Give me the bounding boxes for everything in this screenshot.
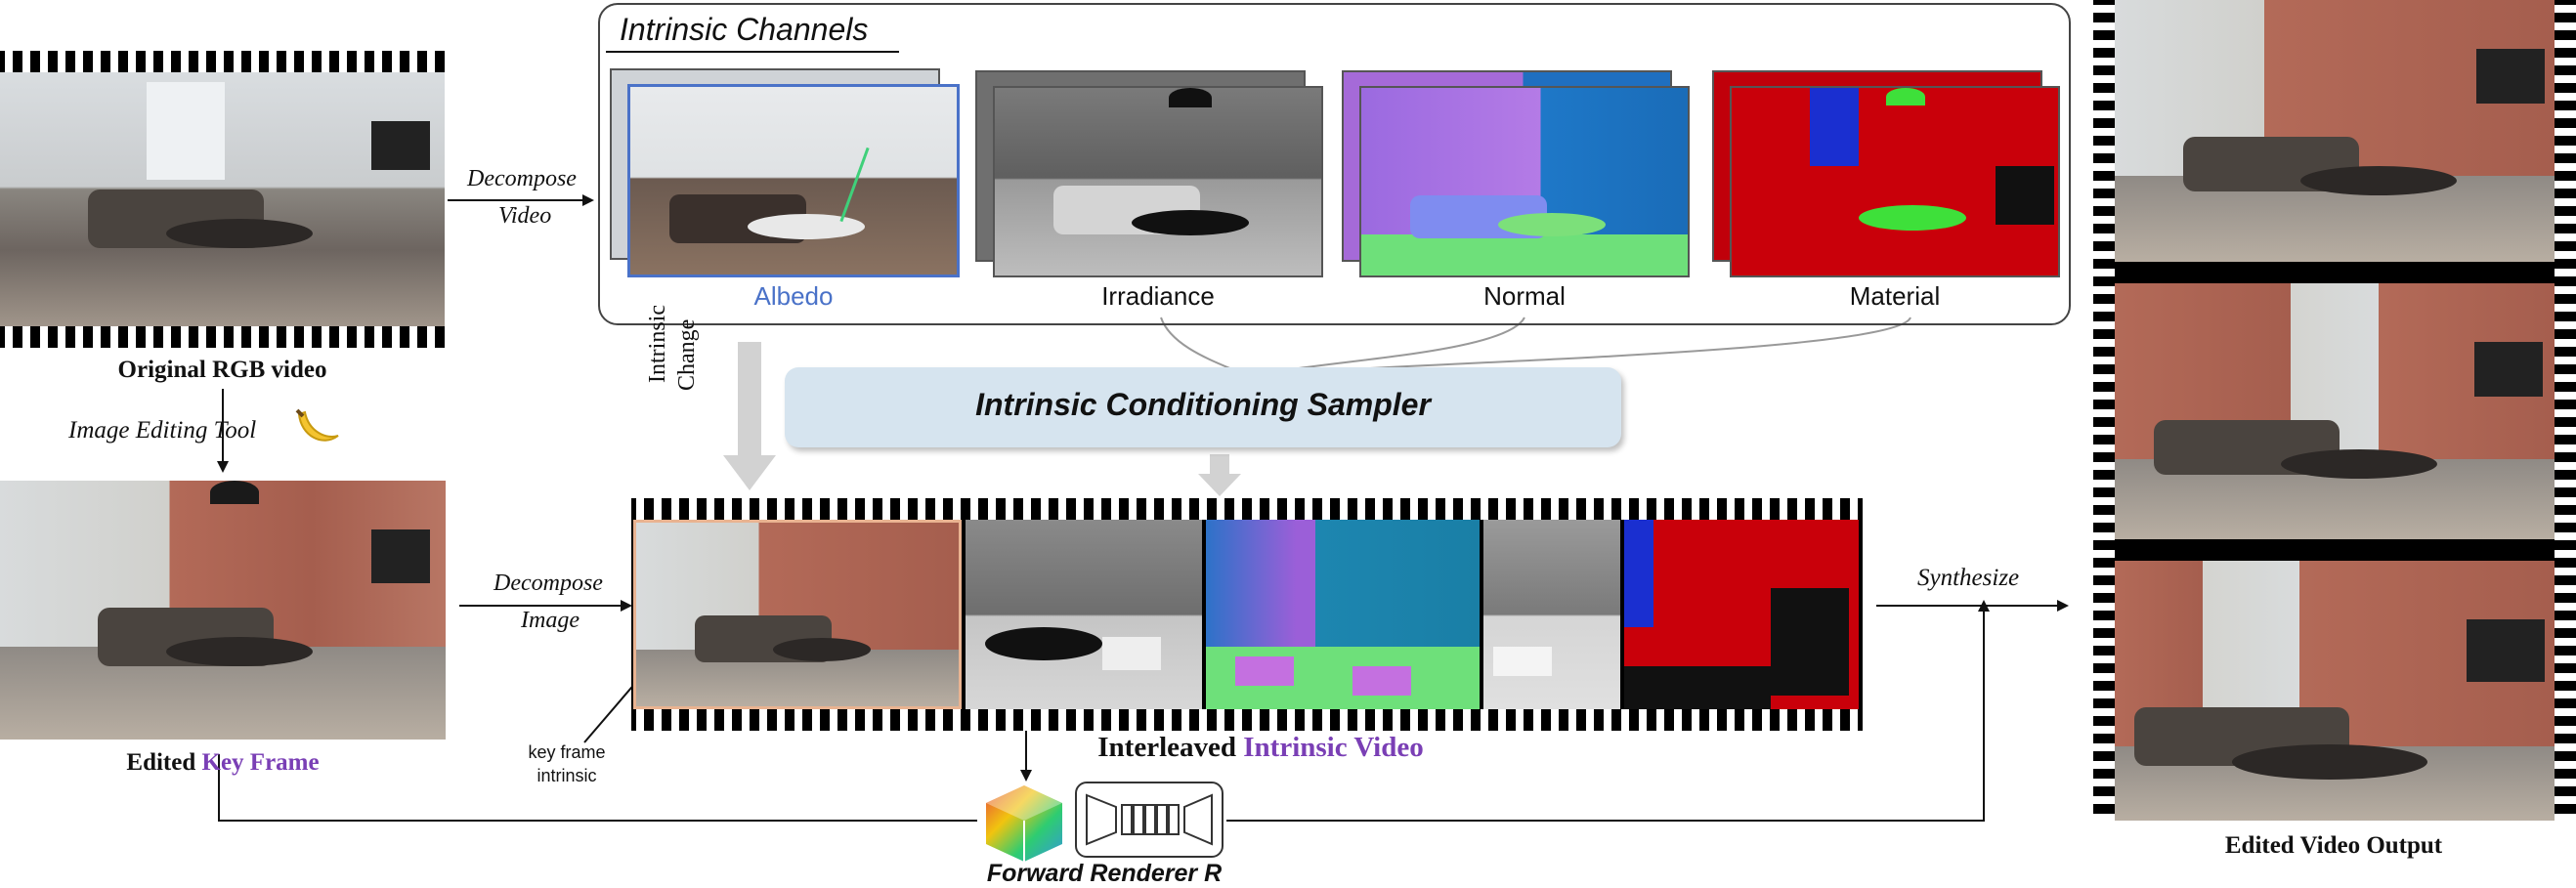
table-shape bbox=[1132, 210, 1249, 235]
intrinsic-channels-panel bbox=[598, 3, 2071, 325]
decompose-video-label-1: Decompose bbox=[467, 166, 577, 191]
tv-shape bbox=[2476, 49, 2545, 104]
output-film-right bbox=[2555, 0, 2576, 821]
cabinet-shape bbox=[1771, 588, 1849, 696]
output-separator-2 bbox=[2115, 539, 2555, 561]
lamp-shape bbox=[1169, 88, 1212, 107]
lamp-shape bbox=[1886, 88, 1925, 106]
output-caption: Edited Video Output bbox=[2224, 832, 2443, 859]
output-frame-3 bbox=[2115, 561, 2555, 821]
ottoman-shape bbox=[1235, 656, 1294, 686]
ottoman-shape bbox=[1352, 666, 1411, 696]
table-shape bbox=[748, 214, 865, 239]
tv-shape bbox=[371, 529, 430, 583]
table-shape bbox=[1859, 205, 1966, 231]
keyframe-note-line-1: key frame bbox=[528, 742, 606, 762]
output-frame-2 bbox=[2115, 283, 2555, 539]
strip-irradiance-segment bbox=[966, 520, 1202, 709]
window-shape bbox=[147, 82, 225, 180]
intrinsic-change-arrow-head bbox=[723, 455, 776, 490]
output-frame-1 bbox=[2115, 0, 2555, 262]
edited-key-frame-caption: Edited Key Frame bbox=[0, 749, 446, 777]
sampler-down-arrow-head bbox=[1198, 474, 1241, 496]
keyframe-to-renderer-line bbox=[218, 754, 977, 822]
strip-keyframe-segment bbox=[633, 520, 962, 709]
table-shape bbox=[2232, 744, 2427, 780]
title-underline bbox=[606, 51, 899, 53]
intrinsic-change-arrow-shaft bbox=[738, 342, 761, 457]
interleaved-strip bbox=[631, 520, 1863, 709]
renderer-cube-icon bbox=[980, 782, 1068, 866]
edited-caption-prefix: Edited bbox=[126, 749, 202, 776]
irradiance-label: Irradiance bbox=[1101, 281, 1215, 311]
edited-caption-highlight: Key Frame bbox=[201, 749, 320, 776]
intrinsic-change-label-1: Intrinsic bbox=[645, 305, 670, 383]
renderer-to-output-line bbox=[1226, 600, 1990, 822]
ottoman-shape bbox=[1102, 637, 1161, 670]
strip-normal-segment bbox=[1206, 520, 1480, 709]
strip-film-bottom bbox=[631, 709, 1863, 731]
synthesize-label: Synthesize bbox=[1917, 565, 2020, 591]
decompose-image-label-2: Image bbox=[521, 608, 580, 633]
ottoman-shape bbox=[1493, 647, 1552, 676]
irradiance-image bbox=[993, 86, 1323, 277]
window-shape bbox=[1810, 88, 1859, 166]
original-rgb-video-frame bbox=[0, 72, 445, 326]
axis-arrow-shape bbox=[839, 147, 870, 223]
decompose-video-label-2: Video bbox=[498, 203, 552, 229]
albedo-label: Albedo bbox=[753, 281, 834, 311]
albedo-image bbox=[627, 84, 960, 277]
interleaved-caption-prefix: Interleaved bbox=[1097, 732, 1244, 763]
original-rgb-caption: Original RGB video bbox=[117, 357, 327, 383]
edited-key-frame-image bbox=[0, 481, 446, 740]
material-image bbox=[1730, 86, 2060, 277]
strip-irradiance-segment-2 bbox=[1483, 520, 1620, 709]
output-film-left bbox=[2093, 0, 2115, 821]
floor-shape bbox=[1624, 666, 1771, 709]
output-separator-1 bbox=[2115, 262, 2555, 283]
table-shape bbox=[985, 627, 1102, 660]
intrinsic-change-label-2: Change bbox=[674, 318, 700, 391]
normal-image bbox=[1359, 86, 1690, 277]
sampler-label: Intrinsic Conditioning Sampler bbox=[975, 387, 1431, 422]
image-editing-tool-label: Image Editing Tool bbox=[68, 417, 257, 444]
material-label: Material bbox=[1849, 281, 1941, 311]
renderer-label: Forward Renderer R bbox=[986, 860, 1223, 887]
interleaved-caption-highlight: Intrinsic Video bbox=[1243, 732, 1424, 763]
floor-shape bbox=[1361, 234, 1688, 275]
normal-label: Normal bbox=[1483, 281, 1566, 311]
sampler-down-arrow-shaft bbox=[1210, 454, 1229, 476]
original-film-bottom bbox=[0, 326, 445, 348]
original-film-top bbox=[0, 51, 445, 72]
tv-shape bbox=[371, 121, 430, 170]
tv-shape bbox=[2467, 619, 2545, 682]
intrinsic-channels-title: Intrinsic Channels bbox=[620, 12, 869, 47]
table-shape bbox=[1498, 213, 1606, 236]
decompose-image-label-1: Decompose bbox=[494, 571, 603, 596]
keyframe-note-line-2: intrinsic bbox=[537, 766, 597, 785]
interleaved-caption: Interleaved Intrinsic Video bbox=[958, 732, 1564, 764]
renderer-network-icon bbox=[1075, 782, 1224, 858]
table-shape bbox=[773, 638, 871, 661]
intrinsic-conditioning-sampler-box bbox=[785, 367, 1621, 447]
lamp-shape bbox=[210, 481, 259, 504]
strip-material-segment bbox=[1624, 520, 1859, 709]
strip-film-top bbox=[631, 498, 1863, 520]
banana-icon bbox=[293, 406, 342, 449]
table-shape bbox=[166, 219, 313, 248]
tv-shape bbox=[2474, 342, 2543, 397]
cabinet-shape bbox=[1996, 166, 2054, 225]
table-shape bbox=[2300, 166, 2457, 195]
table-shape bbox=[2281, 449, 2437, 479]
window-shape bbox=[1624, 520, 1653, 627]
table-shape bbox=[166, 637, 313, 666]
